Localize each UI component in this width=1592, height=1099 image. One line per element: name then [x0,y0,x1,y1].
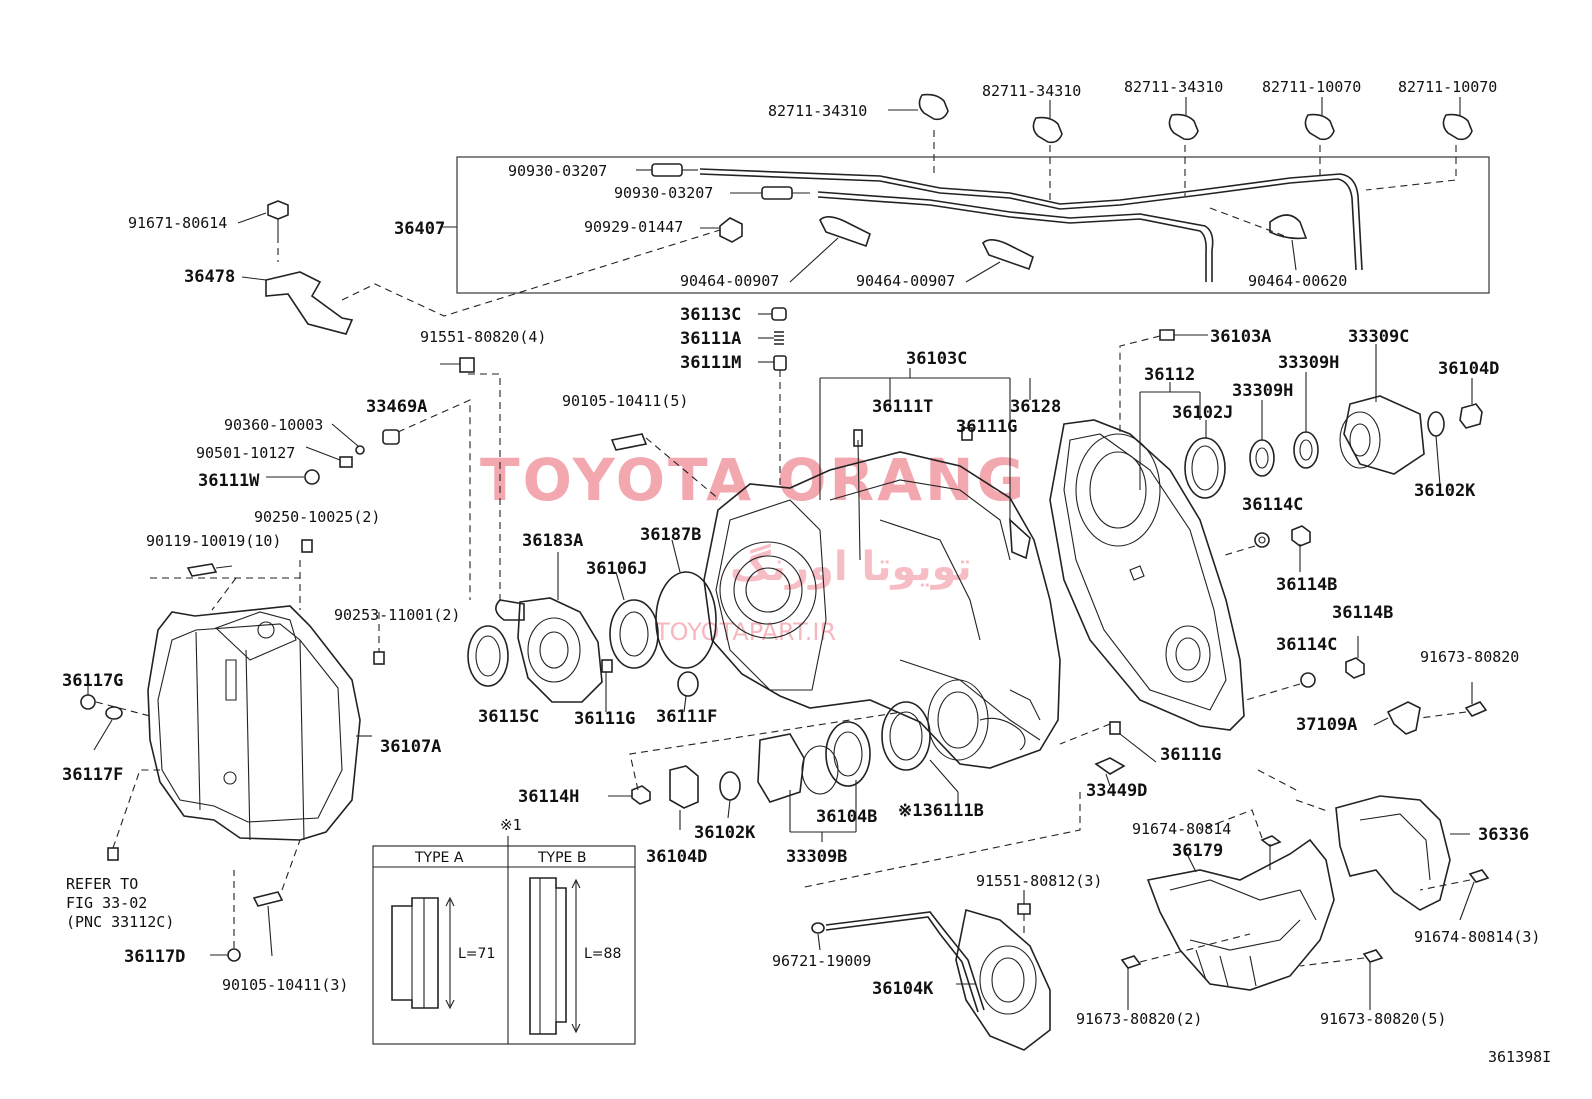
label-36103A[interactable]: 36103A [1210,327,1271,347]
label-90930-03207-b[interactable]: 90930-03207 [614,184,713,202]
label-91671-80614[interactable]: 91671-80614 [128,214,227,232]
label-36104D-b[interactable]: 36104D [646,847,707,867]
left-small-parts [80,357,501,962]
label-36183A[interactable]: 36183A [522,531,583,551]
label-36104K[interactable]: 36104K [872,979,934,999]
label-36117G[interactable]: 36117G [62,671,123,691]
label-36114B-a[interactable]: 36114B [1276,575,1337,595]
label-36114H[interactable]: 36114H [518,787,579,807]
label-36111G-b[interactable]: 36111G [574,709,635,729]
clamps-82711 [888,93,1473,144]
label-90250-10025-2[interactable]: 90250-10025(2) [254,508,380,526]
label-36102K-b[interactable]: 36102K [694,823,756,843]
label-36111B[interactable]: ※136111B [898,801,984,821]
label-82711-10070-a[interactable]: 82711-10070 [1262,78,1361,96]
label-36115C[interactable]: 36115C [478,707,539,727]
refer-line-2: FIG 33-02 [66,894,147,912]
label-33309B[interactable]: 33309B [786,847,847,867]
label-33309H-a[interactable]: 33309H [1278,353,1339,373]
label-90930-03207-a[interactable]: 90930-03207 [508,162,607,180]
type-a-length: L=71 [458,946,495,962]
label-90464-00620[interactable]: 90464-00620 [1248,272,1347,290]
label-33469A[interactable]: 33469A [366,397,427,417]
label-90464-00907-b[interactable]: 90464-00907 [856,272,955,290]
label-90105-10411-5[interactable]: 90105-10411(5) [562,392,688,410]
rear-cover-36103A [1049,329,1245,731]
label-36113C[interactable]: 36113C [680,305,741,325]
bell-housing-36107A [147,560,372,841]
label-36102K-a[interactable]: 36102K [1414,481,1476,501]
label-36111T[interactable]: 36111T [872,397,933,417]
label-90360-10003[interactable]: 90360-10003 [224,416,323,434]
label-36111G-a[interactable]: 36111G [956,417,1017,437]
center-left-parts [467,539,717,713]
label-90253-11001-2[interactable]: 90253-11001(2) [334,606,460,624]
label-36111A[interactable]: 36111A [680,329,741,349]
label-36128[interactable]: 36128 [1010,397,1061,417]
label-36107A[interactable]: 36107A [380,737,441,757]
label-36103C[interactable]: 36103C [906,349,967,369]
label-36478[interactable]: 36478 [184,267,235,287]
label-33309H-b[interactable]: 33309H [1232,381,1293,401]
label-96721-19009[interactable]: 96721-19009 [772,952,871,970]
lower-assemblies [811,769,1490,1051]
label-90464-00907-a[interactable]: 90464-00907 [680,272,779,290]
label-90105-10411-3[interactable]: 90105-10411(3) [222,976,348,994]
type-b-length: L=88 [584,946,621,962]
watermark-persian: تویوتا اورنگ [730,543,972,590]
transfer-case-36103C [610,307,1061,769]
label-36179[interactable]: 36179 [1172,841,1223,861]
label-91673-80820-5[interactable]: 91673-80820(5) [1320,1010,1446,1028]
part-labels: 82711-34310 82711-34310 82711-34310 8271… [62,78,1551,1066]
watermark: TOYOTA ORANG تویوتا اورنگ TOYOTAPART.IR [480,446,1027,646]
label-90501-10127[interactable]: 90501-10127 [196,444,295,462]
label-36111G-c[interactable]: 36111G [1160,745,1221,765]
label-82711-10070-b[interactable]: 82711-10070 [1398,78,1497,96]
pipe-assembly-box [440,130,1490,294]
label-36336[interactable]: 36336 [1478,825,1529,845]
label-82711-34310-b[interactable]: 82711-34310 [982,82,1081,100]
label-90119-10019-10[interactable]: 90119-10019(10) [146,532,281,550]
label-36111F[interactable]: 36111F [656,707,717,727]
label-36102J[interactable]: 36102J [1172,403,1233,423]
label-36111W[interactable]: 36111W [198,471,260,491]
diagram-id: 361398I [1488,1048,1551,1066]
watermark-text: TOYOTA ORANG [480,446,1027,514]
label-37109A[interactable]: 37109A [1296,715,1357,735]
label-36407[interactable]: 36407 [394,219,445,239]
label-33309C[interactable]: 33309C [1348,327,1409,347]
inset-note-mark: ※1 [500,816,522,834]
label-91551-80812-3[interactable]: 91551-80812(3) [976,872,1102,890]
type-a-title: TYPE A [414,850,464,866]
label-91673-80820-2[interactable]: 91673-80820(2) [1076,1010,1202,1028]
label-36117D[interactable]: 36117D [124,947,185,967]
type-b-title: TYPE B [537,850,586,866]
label-36114B-b[interactable]: 36114B [1332,603,1393,623]
refer-note: REFER TO FIG 33-02 (PNC 33112C) [66,875,174,931]
label-36187B[interactable]: 36187B [640,525,701,545]
label-82711-34310-c[interactable]: 82711-34310 [1124,78,1223,96]
label-36111M[interactable]: 36111M [680,353,741,373]
label-91674-80814-3[interactable]: 91674-80814(3) [1414,928,1540,946]
label-36104D-a[interactable]: 36104D [1438,359,1499,379]
label-36104B[interactable]: 36104B [816,807,877,827]
refer-line-1: REFER TO [66,875,138,893]
label-36114C-a[interactable]: 36114C [1242,495,1303,515]
label-36112[interactable]: 36112 [1144,365,1195,385]
label-82711-34310-a[interactable]: 82711-34310 [768,102,867,120]
label-36114C-b[interactable]: 36114C [1276,635,1337,655]
type-inset: ※1 TYPE A TYPE B L=71 L=88 [372,816,636,1045]
label-36117F[interactable]: 36117F [62,765,123,785]
label-90929-01447[interactable]: 90929-01447 [584,218,683,236]
label-91551-80820-4[interactable]: 91551-80820(4) [420,328,546,346]
right-flange-parts [1184,344,1488,735]
label-33449D[interactable]: 33449D [1086,781,1147,801]
label-36106J[interactable]: 36106J [586,559,647,579]
refer-line-3: (PNC 33112C) [66,913,174,931]
label-91674-80814[interactable]: 91674-80814 [1132,820,1231,838]
center-lower-parts [608,701,1157,889]
bracket-36478 [265,200,721,335]
label-91673-80820[interactable]: 91673-80820 [1420,648,1519,666]
